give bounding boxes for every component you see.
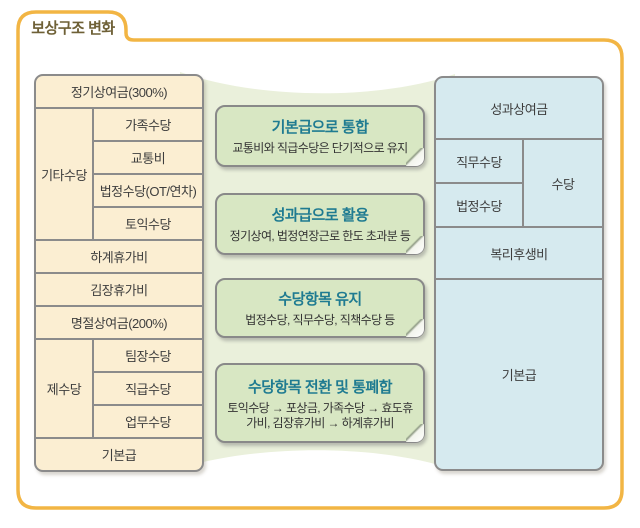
- card-title: 기본급으로 통합: [271, 119, 369, 136]
- page-curl-icon: [406, 236, 424, 254]
- card-title: 성과급으로 활용: [271, 207, 369, 224]
- table-cell: 성과상여금: [436, 78, 602, 138]
- table-cell: 팀장수당: [94, 340, 202, 371]
- card-description: 정기상여, 법정연장근로 한도 초과분 등: [229, 229, 411, 243]
- table-cell: 교통비: [94, 142, 202, 173]
- card-title: 수당항목 유지: [278, 291, 362, 308]
- table-cell: 직급수당: [94, 373, 202, 404]
- table-cell: 명절상여금(200%): [36, 307, 202, 338]
- table-cell: 가족수당: [94, 109, 202, 140]
- card-description: 토익수당 → 포상금, 가족수당 → 효도휴가비, 김장휴가비 → 하계휴가비: [227, 400, 413, 430]
- table-cell: 기본급: [436, 280, 602, 469]
- table-cell: 업무수당: [94, 406, 202, 437]
- after-structure-table: 성과상여금 직무수당 수당 법정수당 복리후생비 기본급: [434, 76, 604, 471]
- change-card: 수당항목 유지 법정수당, 직무수당, 직책수당 등: [215, 278, 425, 338]
- table-cell: 정기상여금(300%): [36, 76, 202, 107]
- frame-outline: [16, 10, 624, 510]
- table-cell: 직무수당: [436, 140, 522, 182]
- table-cell-group: 기타수당: [36, 109, 92, 239]
- change-card: 기본급으로 통합 교통비와 직급수당은 단기적으로 유지: [215, 105, 425, 167]
- table-cell: 복리후생비: [436, 228, 602, 278]
- table-cell: 토익수당: [94, 208, 202, 239]
- change-card: 수당항목 전환 및 통폐합 토익수당 → 포상금, 가족수당 → 효도휴가비, …: [215, 363, 425, 443]
- table-cell: 법정수당(OT/연차): [94, 175, 202, 206]
- before-structure-table: 정기상여금(300%) 기타수당 가족수당 교통비 법정수당(OT/연차) 토익…: [34, 74, 204, 472]
- page-title: 보상구조 변화: [31, 19, 115, 37]
- table-cell: 김장휴가비: [36, 274, 202, 305]
- page-curl-icon: [406, 424, 424, 442]
- change-card: 성과급으로 활용 정기상여, 법정연장근로 한도 초과분 등: [215, 193, 425, 255]
- table-cell: 법정수당: [436, 184, 522, 226]
- table-cell: 하계휴가비: [36, 241, 202, 272]
- table-cell-group: 제수당: [36, 340, 92, 437]
- card-description: 법정수당, 직무수당, 직책수당 등: [245, 313, 395, 327]
- card-description: 교통비와 직급수당은 단기적으로 유지: [232, 141, 408, 155]
- table-cell: 기본급: [36, 439, 202, 470]
- page-curl-icon: [406, 148, 424, 166]
- table-cell-group: 수당: [524, 140, 602, 226]
- card-title: 수당항목 전환 및 통폐합: [247, 378, 393, 396]
- page-curl-icon: [406, 319, 424, 337]
